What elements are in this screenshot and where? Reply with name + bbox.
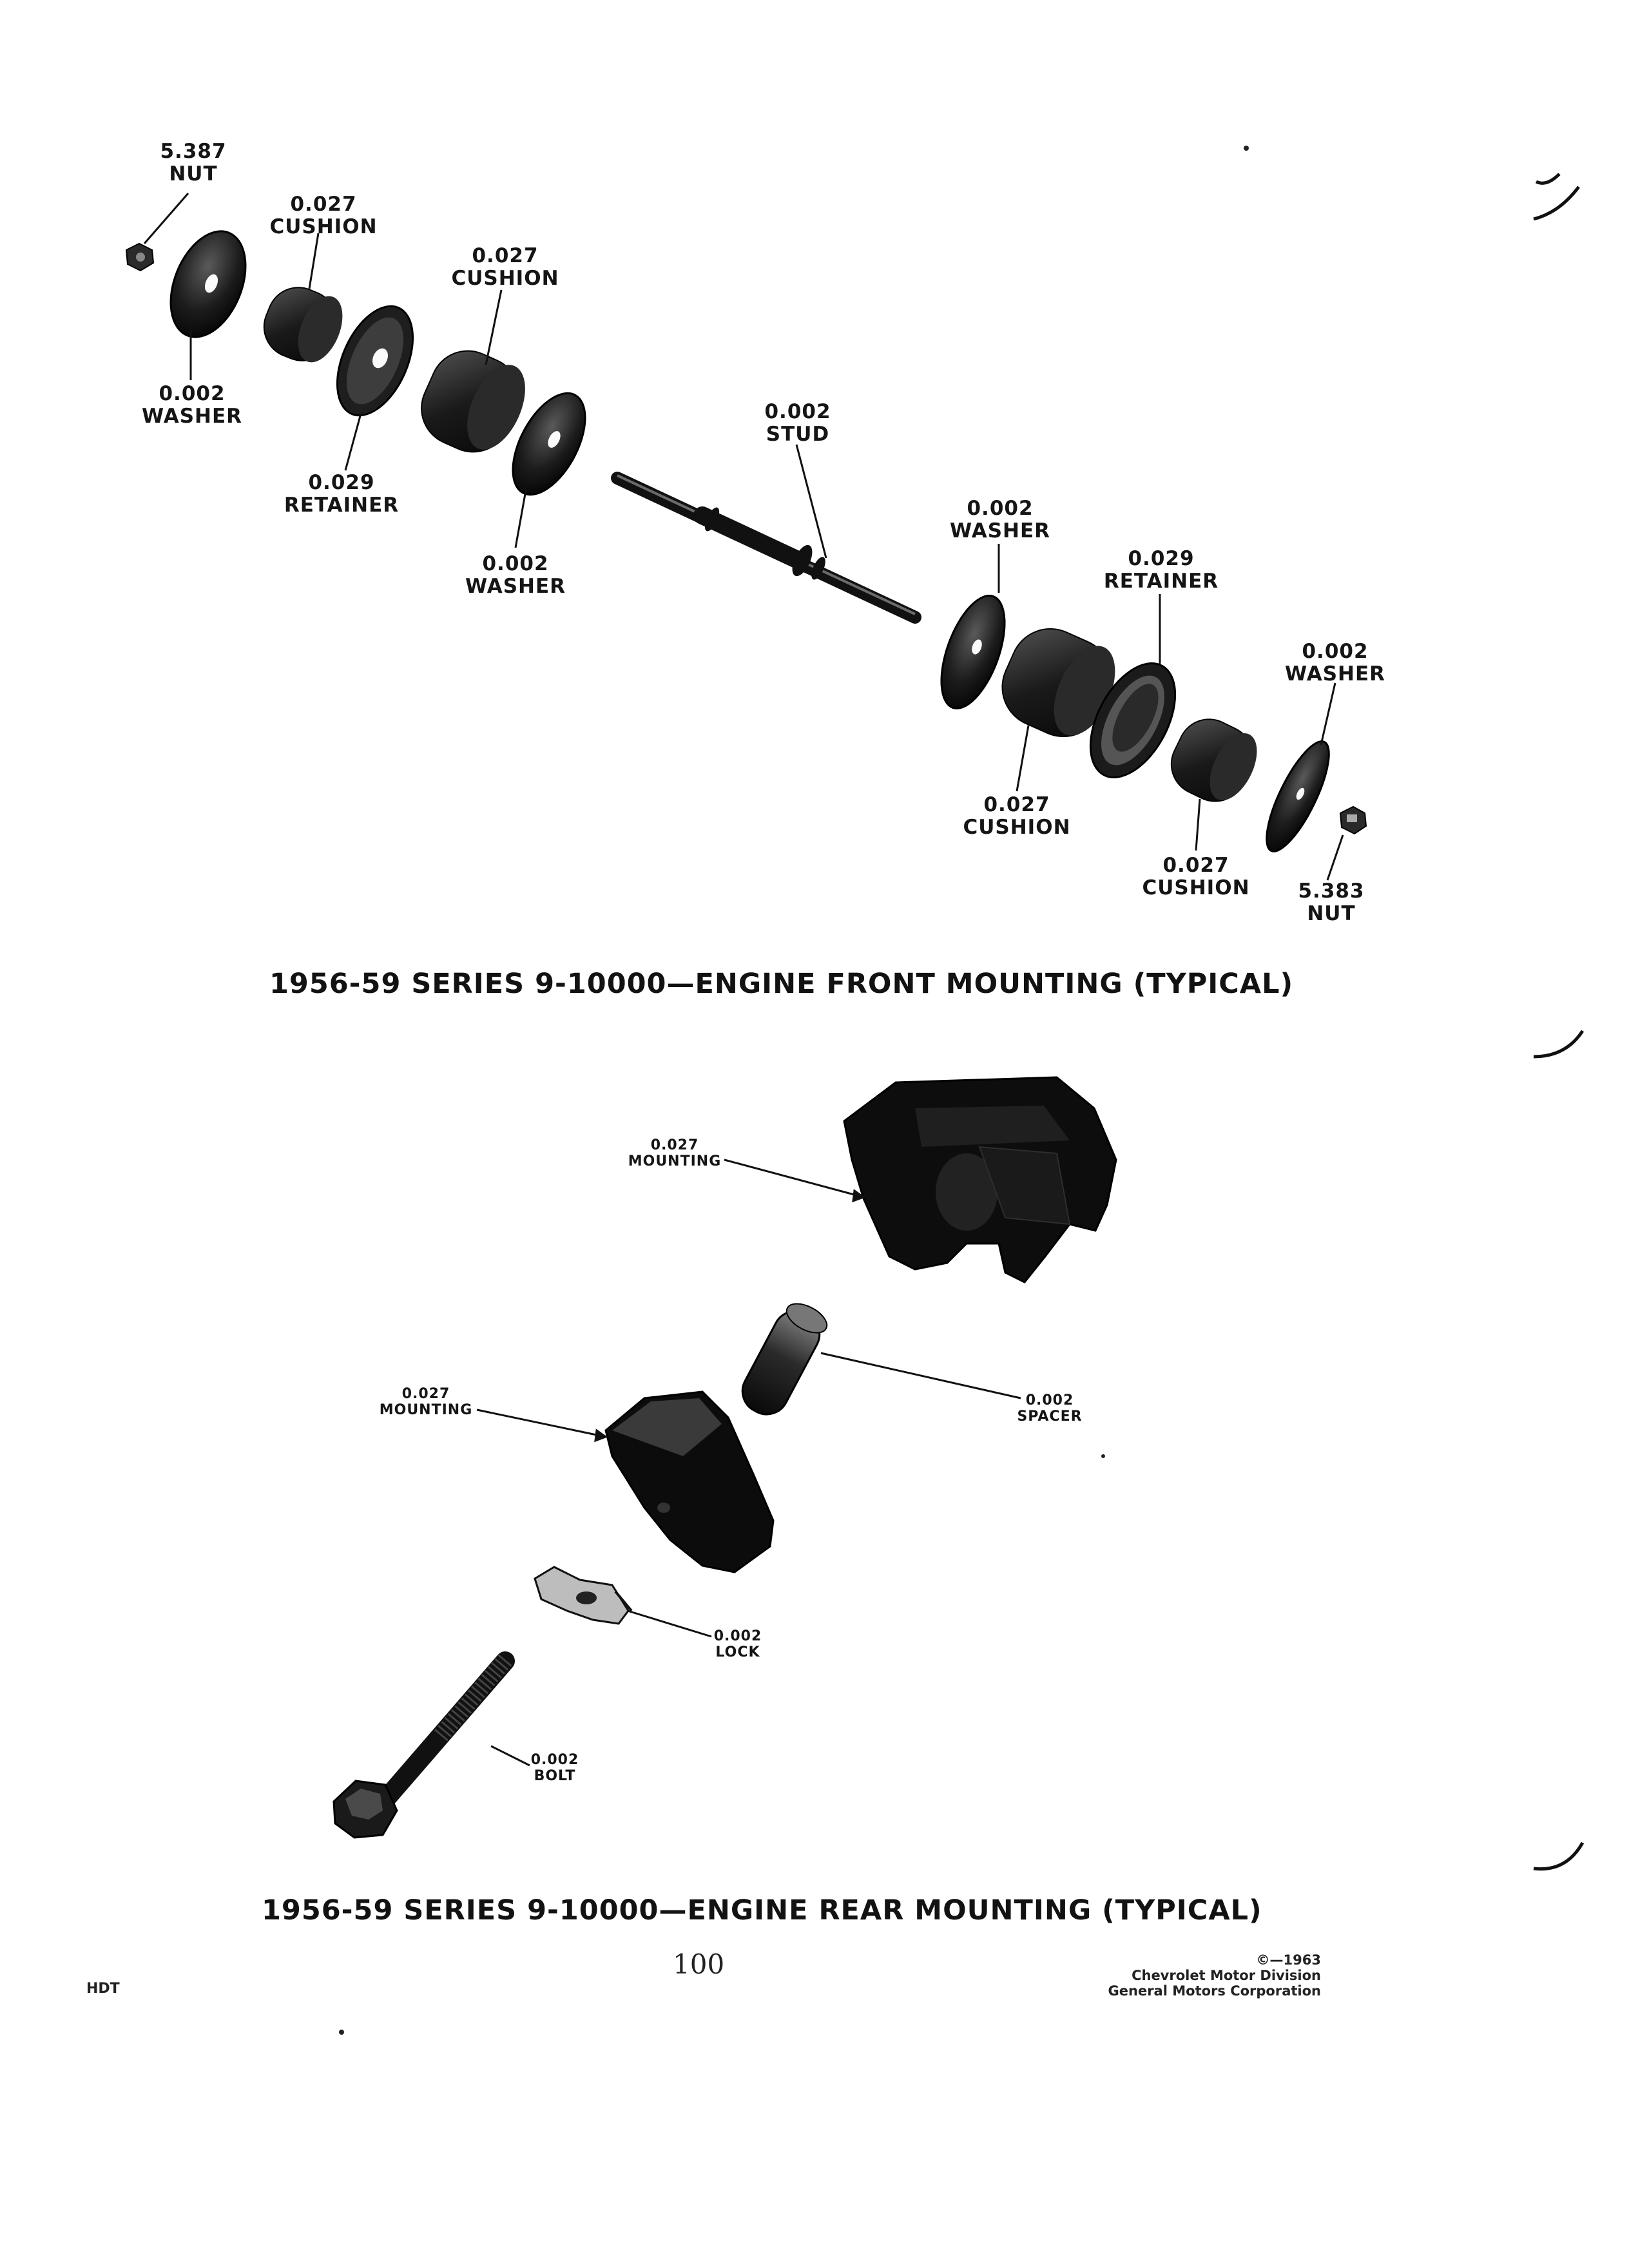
label-number: 0.002 xyxy=(530,1752,579,1768)
label-name: NUT xyxy=(169,162,218,186)
label-cushion-3: 0.027 CUSHION xyxy=(959,794,1075,838)
label-name: SPACER xyxy=(1017,1408,1083,1425)
label-upper-mounting: 0.027 MOUNTING xyxy=(626,1137,723,1169)
label-name: LOCK xyxy=(715,1644,760,1660)
label-number: 0.027 xyxy=(290,193,357,216)
label-name: RETAINER xyxy=(1103,569,1219,593)
spacer-part xyxy=(741,1303,828,1416)
label-number: 0.002 xyxy=(967,497,1034,520)
copyright-division: Chevrolet Motor Division xyxy=(1132,1968,1321,1984)
cushion-4-part xyxy=(1170,718,1257,802)
label-number: 0.002 xyxy=(482,552,549,575)
nut-5387-part xyxy=(125,242,155,272)
specks xyxy=(339,146,1249,2035)
label-number: 0.002 xyxy=(764,400,831,423)
label-name: WASHER xyxy=(465,574,566,598)
copyright-year: ©—1963 xyxy=(1256,1952,1321,1968)
label-name: WASHER xyxy=(1284,662,1386,686)
label-name: WASHER xyxy=(141,404,243,428)
label-name: BOLT xyxy=(534,1767,576,1784)
label-washer-2: 0.002 WASHER xyxy=(464,553,567,597)
washer-2-part xyxy=(512,392,586,496)
label-cushion-1: 0.027 CUSHION xyxy=(265,193,381,238)
label-washer-4: 0.002 WASHER xyxy=(1284,640,1387,685)
page-number: 100 xyxy=(673,1948,725,1980)
label-spacer: 0.002 SPACER xyxy=(1014,1392,1085,1425)
label-retainer-2: 0.029 RETAINER xyxy=(1103,548,1219,592)
cushion-1-part xyxy=(263,287,343,363)
label-nut-5383: 5.383 NUT xyxy=(1289,880,1374,925)
label-number: 0.002 xyxy=(1302,640,1369,663)
rear-mounting-block-part xyxy=(843,1076,1117,1283)
label-name: CUSHION xyxy=(451,266,559,290)
copyright-corporation: General Motors Corporation xyxy=(1108,1983,1321,1999)
label-number: 5.387 xyxy=(160,140,227,163)
washer-3-part xyxy=(940,594,1006,710)
label-name: MOUNTING xyxy=(379,1401,473,1418)
stud-part xyxy=(611,472,921,624)
label-washer-1: 0.002 WASHER xyxy=(140,383,244,427)
label-bolt: 0.002 BOLT xyxy=(526,1752,584,1784)
cushion-2-part xyxy=(421,350,525,453)
label-number: 0.027 xyxy=(650,1137,699,1153)
label-number: 0.027 xyxy=(472,244,539,267)
lock-part xyxy=(534,1566,633,1625)
label-nut-5387: 5.387 NUT xyxy=(151,140,236,185)
label-name: CUSHION xyxy=(1142,876,1250,899)
retainer-1-part xyxy=(336,305,414,417)
washer-4-part xyxy=(1266,740,1330,852)
front-mounting-caption: 1956-59 SERIES 9-10000—ENGINE FRONT MOUN… xyxy=(269,968,1294,1000)
label-name: CUSHION xyxy=(269,215,378,238)
retainer-2-part xyxy=(1089,662,1177,778)
label-number: 5.383 xyxy=(1298,879,1365,903)
label-name: RETAINER xyxy=(284,493,400,517)
label-number: 0.029 xyxy=(308,471,375,494)
label-number: 0.002 xyxy=(1025,1392,1074,1408)
front-leader-lines xyxy=(143,193,1344,881)
label-name: NUT xyxy=(1307,901,1356,925)
label-number: 0.029 xyxy=(1128,547,1195,570)
label-lock: 0.002 LOCK xyxy=(709,1628,767,1660)
label-lower-mounting: 0.027 MOUNTING xyxy=(378,1386,474,1418)
label-number: 0.002 xyxy=(713,1628,762,1644)
rear-leader-lines xyxy=(476,1158,1021,1767)
cushion-3-part xyxy=(1001,628,1115,738)
label-number: 0.027 xyxy=(401,1386,450,1402)
label-retainer-1: 0.029 RETAINER xyxy=(284,472,400,516)
label-stud: 0.002 STUD xyxy=(753,401,843,445)
label-cushion-4: 0.027 CUSHION xyxy=(1138,854,1254,899)
section-code: HDT xyxy=(86,1981,120,1997)
washer-1-part xyxy=(169,230,247,338)
label-washer-3: 0.002 WASHER xyxy=(949,497,1052,542)
label-name: WASHER xyxy=(949,519,1051,543)
rear-mounting-caption: 1956-59 SERIES 9-10000—ENGINE REAR MOUNT… xyxy=(262,1894,1262,1927)
binding-marks xyxy=(1533,173,1585,1871)
label-name: CUSHION xyxy=(963,815,1071,839)
label-number: 0.027 xyxy=(1162,854,1229,877)
lower-mounting-part xyxy=(604,1390,775,1573)
copyright-block: ©—1963 Chevrolet Motor Division General … xyxy=(1057,1952,1321,1999)
label-name: STUD xyxy=(766,422,830,446)
bolt-part xyxy=(333,1651,515,1839)
label-number: 0.002 xyxy=(159,382,226,405)
nut-5383-part xyxy=(1339,805,1367,835)
label-name: MOUNTING xyxy=(628,1153,722,1169)
label-number: 0.027 xyxy=(983,793,1050,816)
label-cushion-2: 0.027 CUSHION xyxy=(447,245,563,289)
